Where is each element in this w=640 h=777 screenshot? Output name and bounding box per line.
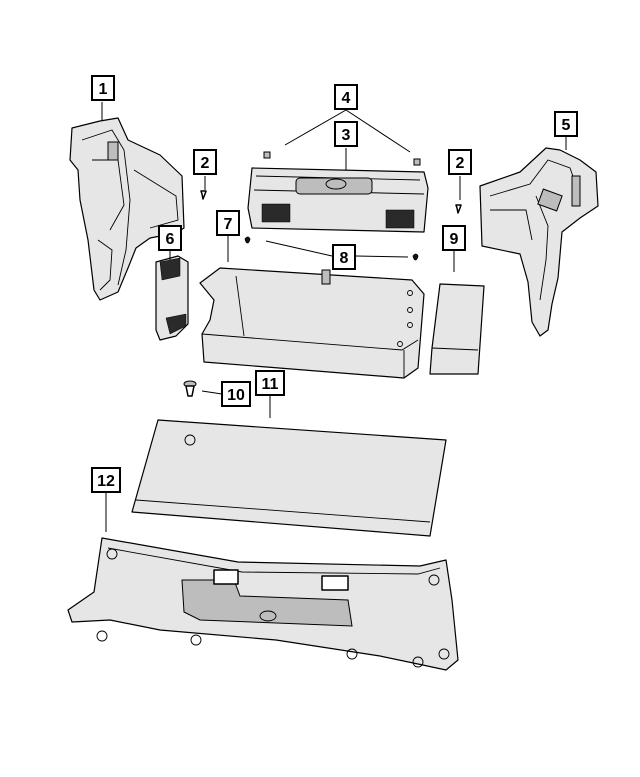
svg-text:3: 3	[342, 127, 351, 144]
svg-text:11: 11	[262, 376, 279, 393]
left-quarter-trim-panel	[69, 117, 185, 301]
load-floor-tray	[199, 267, 425, 379]
svg-text:8: 8	[340, 250, 349, 267]
svg-text:6: 6	[166, 231, 175, 248]
callout-10: 10	[221, 381, 251, 407]
leader-lines	[101, 102, 567, 532]
callout-1: 1	[91, 75, 115, 101]
callout-4: 4	[334, 84, 358, 110]
callout-12: 12	[91, 467, 121, 493]
callout-5: 5	[554, 111, 578, 137]
load-floor-panel	[131, 419, 447, 537]
callout-2-left: 2	[193, 149, 217, 175]
push-fastener	[183, 380, 197, 397]
svg-text:2: 2	[456, 155, 465, 172]
push-pin-clips	[244, 236, 419, 261]
callout-7: 7	[216, 210, 240, 236]
callout-11: 11	[255, 370, 285, 396]
callout-2-right: 2	[448, 149, 472, 175]
svg-text:4: 4	[342, 90, 351, 107]
callout-3: 3	[334, 121, 358, 147]
svg-text:7: 7	[224, 216, 233, 233]
svg-text:2: 2	[201, 155, 210, 172]
right-quarter-trim-panel	[479, 147, 599, 337]
screws	[200, 190, 462, 214]
rear-sill-scuff-plate	[67, 537, 459, 671]
svg-text:1: 1	[99, 81, 108, 98]
callout-9: 9	[442, 225, 466, 251]
svg-text:12: 12	[97, 473, 115, 490]
callout-8: 8	[332, 244, 356, 270]
right-side-cover	[429, 283, 485, 375]
left-side-cover	[155, 255, 189, 341]
rear-upper-panel	[247, 167, 429, 233]
svg-text:10: 10	[227, 387, 245, 404]
svg-text:9: 9	[450, 231, 459, 248]
clip-fasteners	[263, 151, 421, 166]
svg-text:5: 5	[562, 117, 571, 134]
callout-6: 6	[158, 225, 182, 251]
